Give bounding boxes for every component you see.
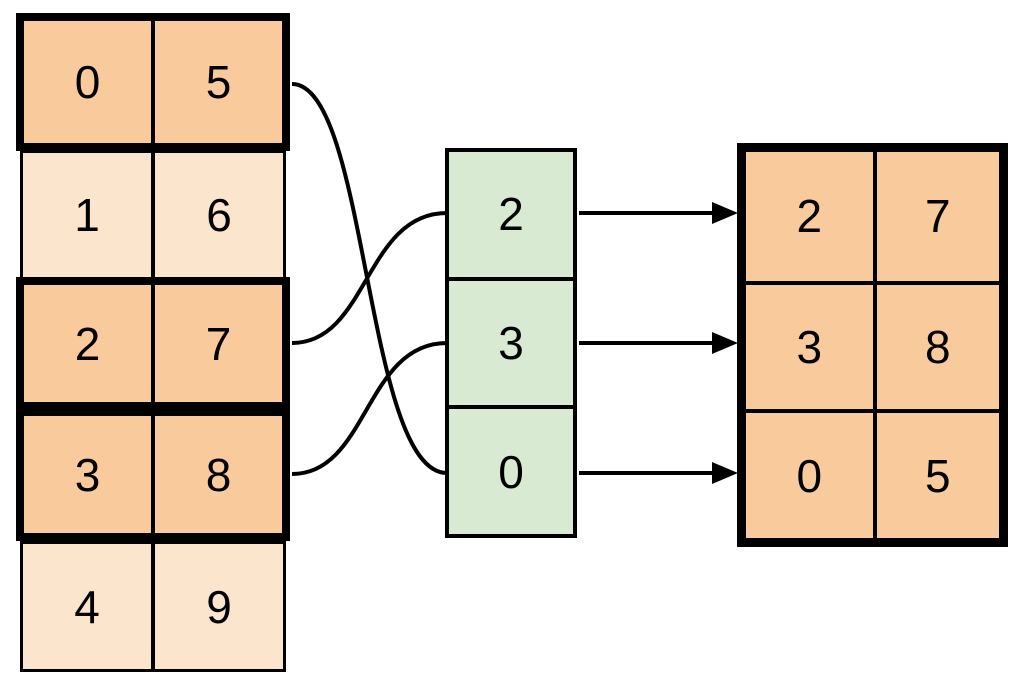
source-cell: 2 bbox=[74, 317, 101, 370]
source-row-1: 1 6 bbox=[20, 150, 286, 280]
source-cell: 7 bbox=[151, 285, 282, 402]
source-cell: 8 bbox=[151, 416, 282, 533]
source-cell: 6 bbox=[151, 153, 283, 277]
result-cell: 0 bbox=[746, 409, 873, 538]
arrowhead-icon bbox=[712, 332, 738, 354]
index-column: 2 3 0 bbox=[445, 148, 577, 538]
result-cell: 5 bbox=[872, 409, 999, 538]
source-cell: 9 bbox=[151, 544, 283, 669]
result-cell: 8 bbox=[872, 280, 999, 410]
source-row-0: 0 5 bbox=[16, 13, 290, 151]
index-cell: 2 bbox=[498, 188, 524, 241]
source-cell: 5 bbox=[151, 21, 282, 143]
source-row-2: 2 7 bbox=[16, 277, 290, 410]
index-cell: 0 bbox=[449, 405, 573, 534]
arrowhead-icon bbox=[712, 462, 738, 484]
index-cell: 3 bbox=[449, 276, 573, 406]
curve-row2-to-index2 bbox=[291, 211, 448, 345]
source-cell: 0 bbox=[74, 56, 101, 108]
result-cell: 3 bbox=[746, 280, 873, 410]
result-cell: 2 bbox=[796, 190, 823, 243]
result-table: 2 7 3 8 0 5 bbox=[737, 143, 1008, 547]
curve-row0-to-index0 bbox=[291, 82, 448, 475]
source-cell: 1 bbox=[74, 189, 100, 241]
source-cell: 3 bbox=[74, 448, 101, 501]
source-row-3: 3 8 bbox=[16, 408, 290, 541]
result-cell: 7 bbox=[872, 152, 1000, 281]
arrowhead-icon bbox=[712, 202, 738, 224]
curve-row3-to-index3 bbox=[291, 341, 448, 476]
source-row-4: 4 9 bbox=[20, 541, 286, 672]
source-cell: 4 bbox=[74, 580, 100, 633]
